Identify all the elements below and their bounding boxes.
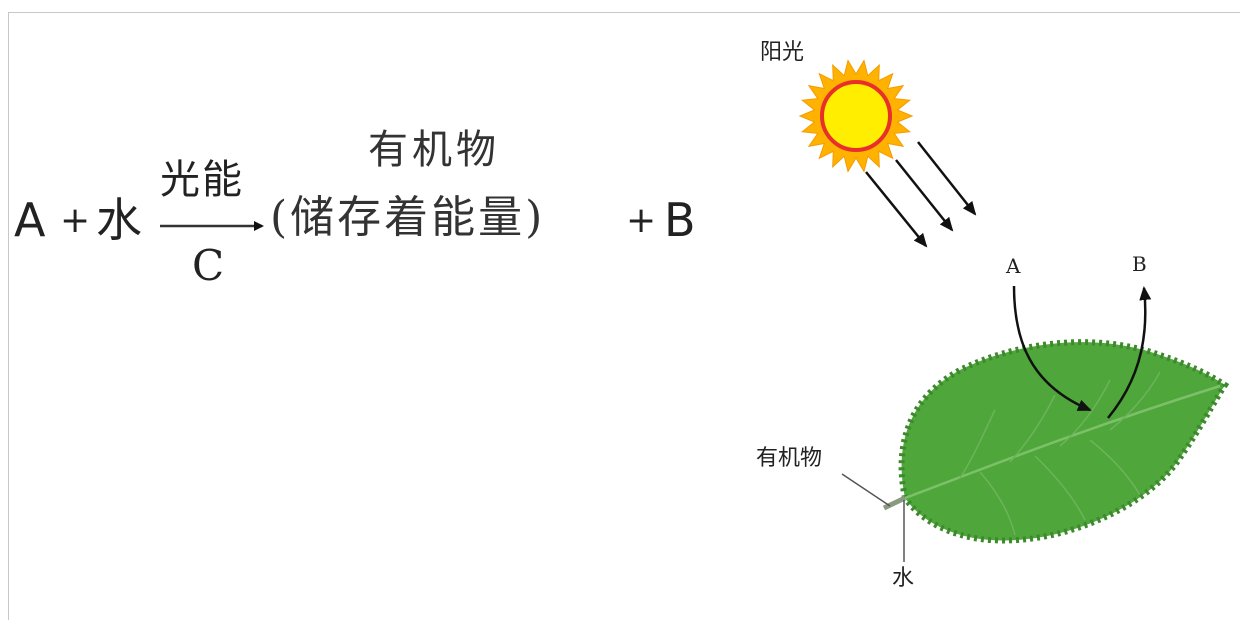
gas-in-label: A (1006, 254, 1021, 278)
gas-out-label: B (1132, 252, 1147, 276)
gas-out-arrow (1107, 286, 1152, 419)
sunlight-rays (865, 141, 977, 248)
equation-plus-sign: + (60, 200, 91, 241)
equation-product-b: B (664, 193, 697, 247)
organic-label: 有机物 (756, 446, 823, 471)
equation-plus-sign-2: + (626, 200, 657, 241)
gas-in-arrow (1012, 285, 1092, 412)
organic-pointer-line (841, 473, 891, 507)
equation-product-note: (储存着能量) (270, 192, 546, 243)
equation-reactant-a: A (14, 193, 47, 247)
equation-arrow-condition-bottom: C (192, 241, 225, 290)
equation-product-organic: 有机物 (368, 127, 500, 173)
sun-label: 阳光 (760, 40, 805, 65)
leaf-icon (882, 339, 1230, 544)
equation-arrow-condition-top: 光能 (160, 157, 244, 203)
water-label: 水 (892, 566, 915, 591)
sun-icon (798, 59, 914, 173)
figure-frame (8, 12, 1240, 620)
equation-reactant-water: 水 (96, 193, 143, 247)
